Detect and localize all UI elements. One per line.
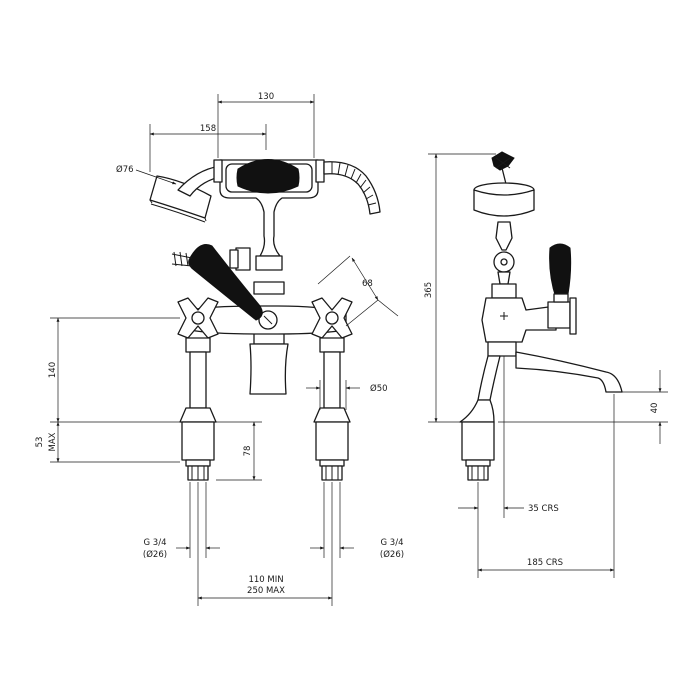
side-handset (473, 151, 535, 285)
front-view: 130 158 Ø76 68 140 53 MAX 78 Ø50 G 3/4 (… (35, 92, 404, 606)
thread-right-diameter-label: (Ø26) (380, 549, 404, 560)
dim-max-label: MAX (48, 432, 58, 451)
dim-40-label: 40 (650, 403, 660, 414)
side-body (481, 243, 577, 357)
tap-body (171, 244, 347, 395)
thread-right-label: G 3/4 (381, 538, 404, 548)
right-cross-head-valve (311, 297, 353, 481)
front-dimension-labels: 130 158 Ø76 68 140 53 MAX 78 Ø50 G 3/4 (… (35, 92, 404, 596)
handset-cradle (213, 159, 325, 257)
dim-35-crs-label: 35 CRS (528, 504, 559, 514)
handset-black-grip (236, 159, 300, 194)
side-lever-black (549, 243, 572, 299)
dim-365-label: 365 (424, 282, 434, 298)
side-view: 365 40 35 CRS 185 CRS (424, 151, 668, 578)
centres-min-label: 110 MIN (248, 575, 283, 585)
side-spout (459, 351, 623, 423)
front-dimensions (50, 94, 399, 606)
centres-max-label: 250 MAX (247, 586, 285, 596)
side-dimension-labels: 365 40 35 CRS 185 CRS (424, 282, 660, 568)
left-cross-head-valve (177, 297, 219, 481)
diverter-lever-black (188, 244, 263, 321)
dim-68-label: 68 (362, 279, 373, 289)
shower-handset-head (149, 165, 225, 223)
side-dimensions (428, 153, 668, 578)
dim-185-crs-label: 185 CRS (527, 558, 563, 568)
thread-left-label: G 3/4 (144, 538, 167, 548)
dim-78-label: 78 (243, 446, 253, 457)
dim-130-label: 130 (258, 92, 274, 102)
thread-left-diameter-label: (Ø26) (143, 549, 167, 560)
dim-diameter-50-label: Ø50 (370, 383, 388, 394)
dim-diameter-76-label: Ø76 (116, 164, 134, 175)
dim-158-label: 158 (200, 124, 216, 134)
dim-53-label: 53 (35, 437, 45, 448)
dim-140-label: 140 (48, 362, 58, 378)
side-tail-pipe (461, 421, 495, 481)
side-handset-top-black (491, 151, 515, 171)
shower-hose (323, 161, 381, 215)
